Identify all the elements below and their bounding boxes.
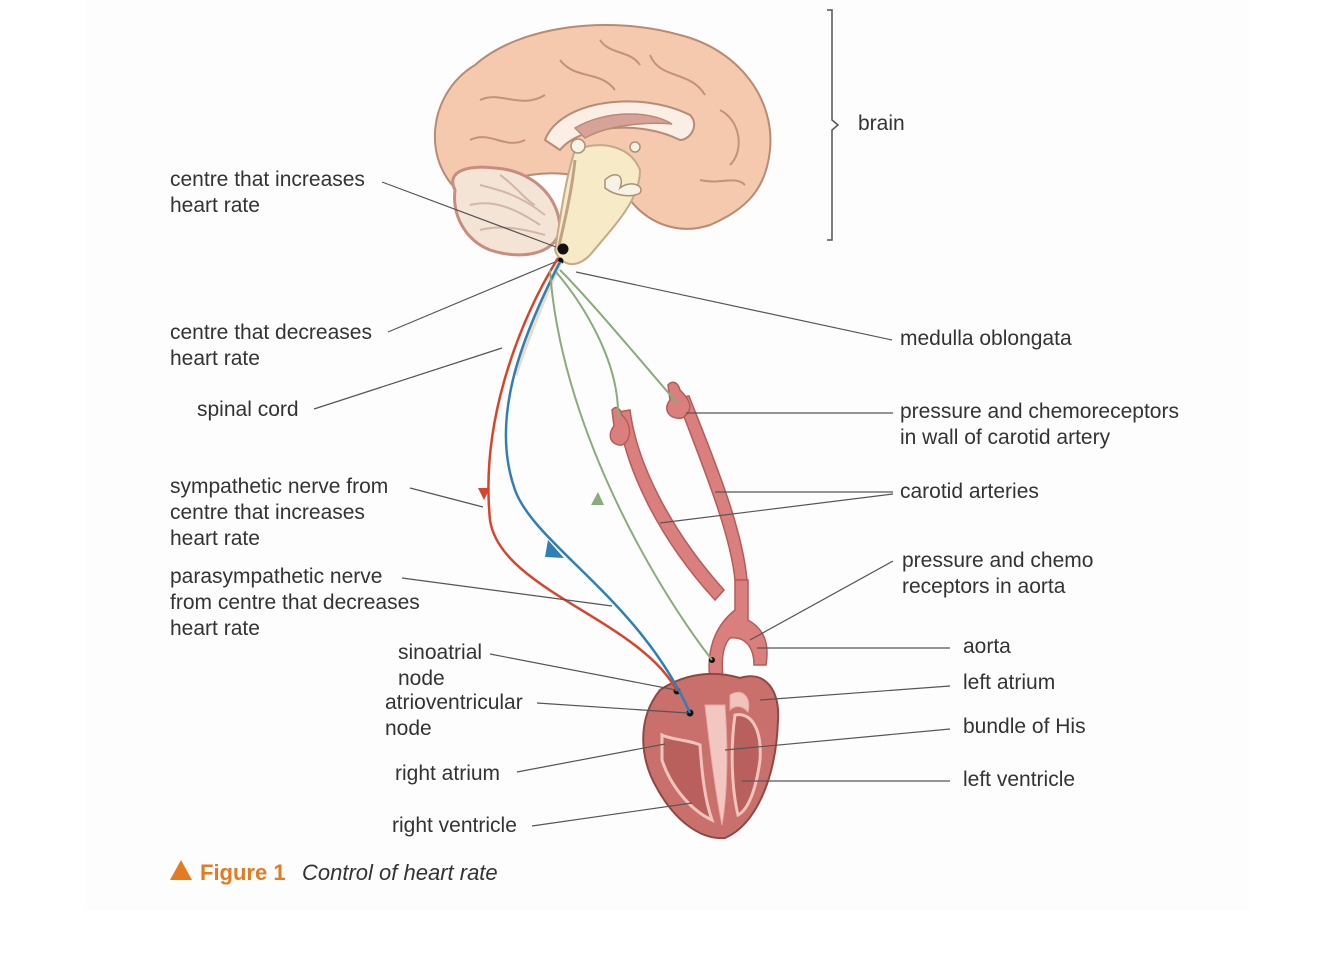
brain-bracket	[827, 9, 840, 241]
carotid-artery-right	[617, 409, 726, 602]
pituitary	[629, 141, 641, 153]
brain-illustration	[434, 24, 772, 265]
label-bundle-his: bundle of His	[963, 715, 1086, 738]
label-spinal-cord: spinal cord	[197, 398, 299, 421]
sensory-nerve-carotid-left	[559, 269, 679, 405]
labels: brain centre that increases heart rate c…	[170, 112, 1185, 837]
label-centre-decrease: centre that decreases heart rate	[170, 321, 378, 370]
parasympathetic-arrow	[545, 540, 564, 558]
label-right-ventricle: right ventricle	[392, 814, 517, 837]
cerebrum-folds	[469, 39, 746, 186]
heart-illustration	[642, 657, 780, 840]
label-left-atrium: left atrium	[963, 671, 1055, 694]
aorta-arch	[708, 579, 768, 691]
label-parasympathetic: parasympathetic nerve from centre that d…	[170, 565, 426, 640]
right-chamber-inner	[660, 732, 715, 823]
caption-number: Figure 1	[200, 860, 286, 885]
label-aortic-receptors: pressure and chemo receptors in aorta	[902, 549, 1099, 598]
label-sinoatrial: sinoatrial node	[398, 641, 488, 690]
label-carotid-arteries: carotid arteries	[900, 480, 1039, 503]
sympathetic-arrow	[478, 488, 490, 500]
label-left-ventricle: left ventricle	[963, 768, 1075, 791]
label-atrioventricular: atrioventricular node	[385, 691, 529, 740]
arteries	[609, 381, 768, 691]
left-atrium-valve	[729, 691, 750, 714]
spinal-cord	[512, 260, 563, 376]
carotid-receptor-left	[666, 381, 691, 419]
centre-increase-dot	[557, 243, 569, 255]
sympathetic-nerve	[487, 257, 679, 692]
spinal-canal	[556, 159, 577, 251]
nerves	[478, 257, 713, 714]
left-chamber-inner	[730, 713, 762, 818]
label-carotid-receptors: pressure and chemoreceptors in wall of c…	[900, 400, 1185, 449]
thalamus	[570, 138, 586, 154]
sensory-nerve-carotid-right	[555, 271, 620, 419]
label-medulla: medulla oblongata	[900, 327, 1072, 350]
sensory-nerve-aorta-arrow	[591, 492, 604, 505]
label-centre-increase: centre that increases heart rate	[170, 168, 371, 217]
label-aorta: aorta	[963, 635, 1011, 658]
ventricle	[573, 113, 673, 139]
figure-page: brain centre that increases heart rate c…	[85, 0, 1250, 910]
label-right-atrium: right atrium	[395, 762, 500, 785]
figure-caption: Figure 1 Control of heart rate	[170, 860, 498, 885]
heart-rate-control-diagram: brain centre that increases heart rate c…	[170, 9, 1185, 885]
sensory-nerve-aorta	[549, 269, 713, 661]
cerebellum-branches	[469, 174, 546, 236]
parasympathetic-nerve	[504, 261, 692, 714]
leader-lines	[313, 181, 951, 827]
heart-septum	[704, 704, 728, 826]
midbrain-structures	[604, 173, 642, 197]
label-sympathetic: sympathetic nerve from centre that incre…	[170, 475, 394, 550]
caption-title: Control of heart rate	[302, 860, 498, 885]
label-brain: brain	[858, 112, 905, 135]
caption-triangle-icon	[170, 860, 192, 880]
